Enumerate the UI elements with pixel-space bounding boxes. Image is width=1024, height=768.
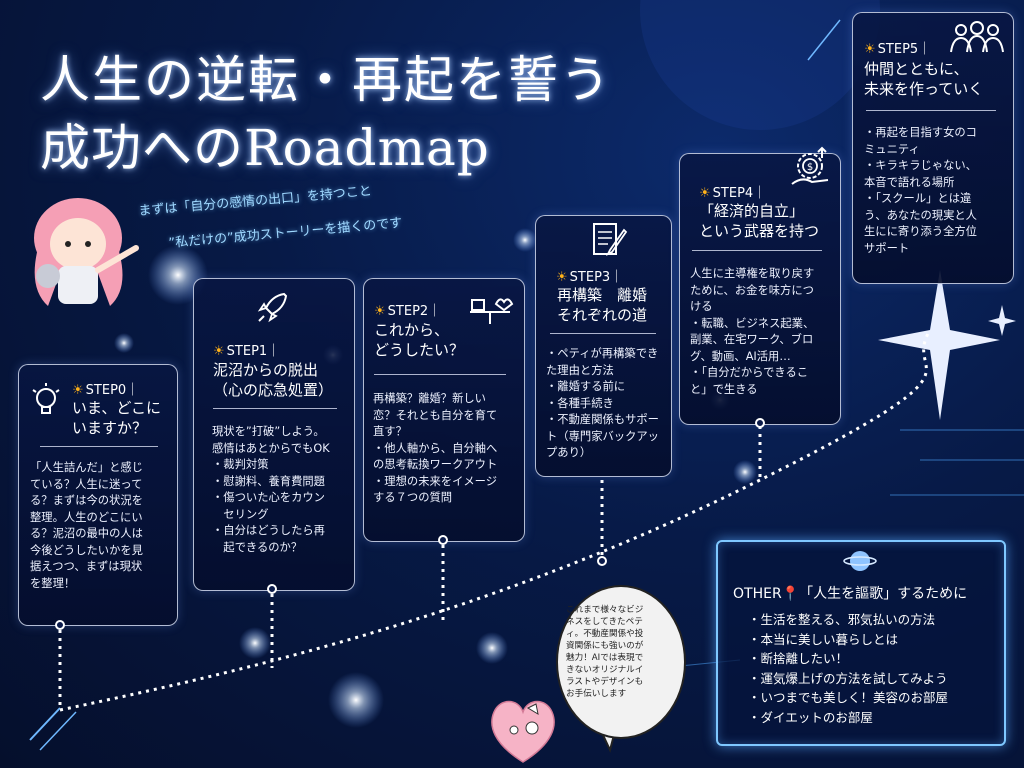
step1-title: 泥沼からの脱出 （心の応急処置）	[213, 361, 334, 399]
heart-character-illustration	[491, 700, 555, 763]
rocket-icon	[257, 292, 288, 323]
step2-divider	[374, 374, 506, 375]
step5-card	[852, 12, 1014, 284]
step3-node	[597, 556, 607, 566]
step4-body: 人生に主導権を取り戻す ために、お金を味方につ ける ・転職、ビジネス起業、 副…	[690, 267, 815, 396]
balance-scale-icon	[470, 298, 514, 324]
group-people-icon	[950, 21, 1004, 53]
girl-character-illustration	[34, 198, 139, 306]
page-title-line2: 成功へのRoadmap	[40, 119, 490, 177]
lightbulb-icon	[32, 383, 60, 414]
other-box	[716, 540, 1006, 746]
speech-bubble	[556, 585, 686, 739]
step4-title: 「経済的自立」 という武器を持つ	[699, 202, 820, 240]
step4-node	[755, 418, 765, 428]
step4-divider	[692, 250, 822, 251]
step5-title: 仲間とともに、 未来を作っていく	[864, 60, 984, 98]
page-title-line1: 人生の逆転・再起を誓う	[40, 51, 612, 109]
step3-title: 再構築 離婚 それぞれの道	[557, 286, 648, 324]
step4-label: ☀STEP4｜	[699, 186, 767, 201]
step2-label: ☀STEP2｜	[374, 304, 442, 319]
svg-text:$: $	[807, 162, 813, 173]
other-title: OTHER📍「人生を謳歌」するために	[733, 586, 968, 602]
step4-card	[679, 153, 841, 425]
step3-body: ・ペティが再構築でき た理由と方法 ・離婚する前に ・各種手続き ・不動産関係も…	[546, 347, 659, 459]
speech-bubble-text: これまで様々なビジ ネスをしてきたペテ ィ。不動産関係や投 資関係にも強いのが …	[566, 605, 644, 699]
step0-title: いま、どこに いますか？	[72, 399, 161, 437]
planet-icon	[843, 551, 877, 571]
step5-body: ・再起を目指す女のコ ミュニティ ・キラキラじゃない、 本音で語れる場所 ・「ス…	[864, 126, 977, 255]
step2-title: これから、 どうしたい？	[374, 321, 465, 359]
step5-label: ☀STEP5｜	[864, 42, 932, 57]
step1-label: ☀STEP1｜	[213, 344, 281, 359]
step5-divider	[866, 110, 996, 111]
step0-node	[55, 620, 65, 630]
step3-card	[535, 215, 672, 477]
step1-body: 現状を”打破”しよう。 感情はあとからでもOK ・裁判対策 ・慰謝料、養育費問題…	[212, 425, 330, 554]
money-gear-icon: $	[791, 146, 829, 185]
step1-divider	[213, 408, 337, 409]
step0-label: ☀STEP0｜	[72, 383, 140, 398]
step2-body: 再構築？離婚？新しい 恋？それとも自分を育て 直す？ ・他人軸から、自分軸へ の…	[373, 392, 498, 504]
step1-node	[267, 584, 277, 594]
step3-label: ☀STEP3｜	[556, 270, 624, 285]
document-pen-icon	[593, 223, 628, 257]
step2-node	[438, 535, 448, 545]
step2-card	[363, 278, 525, 542]
step0-divider	[40, 446, 158, 447]
step0-body: 「人生詰んだ」と感じ ている？人生に迷って る？まずは今の状況を 整理。人生のど…	[30, 461, 143, 590]
other-list: ・生活を整える、邪気払いの方法 ・本当に美しい暮らしとは ・断捨離したい！ ・運…	[748, 612, 949, 725]
step3-divider	[550, 333, 656, 334]
